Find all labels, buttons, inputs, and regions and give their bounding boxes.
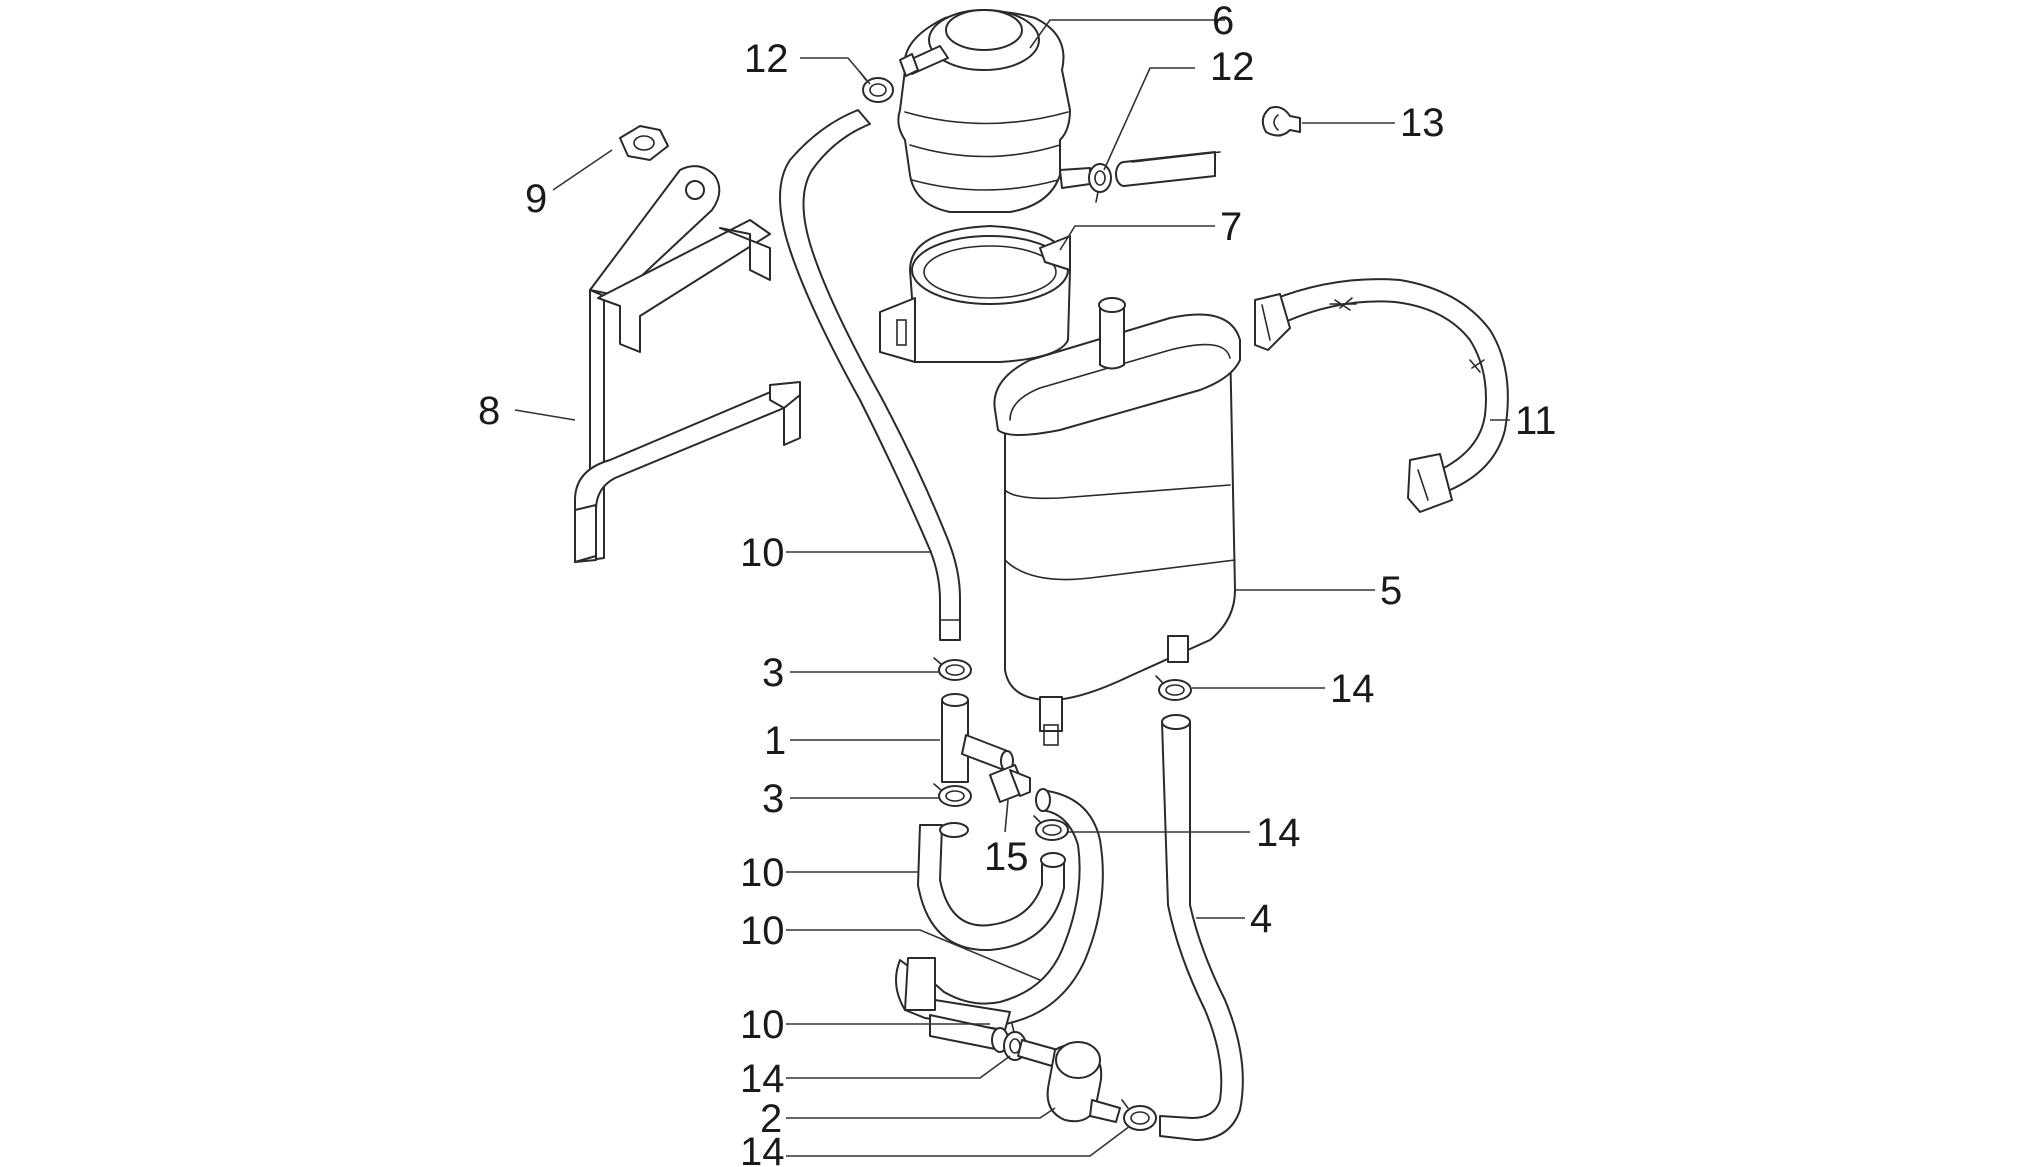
hose-clamp-12-right: [1088, 151, 1221, 203]
hose-clamp-12-upper: [859, 71, 894, 103]
filter-part-2: [1017, 1039, 1121, 1123]
callout-3-upper: 3: [762, 651, 784, 695]
leader-2: [786, 1107, 1056, 1119]
canister-part-5: [993, 297, 1241, 746]
callout-6: 6: [1212, 0, 1234, 43]
hose-part-4: [1159, 714, 1244, 1141]
nut-part-9: [619, 125, 669, 161]
leader-7: [1059, 225, 1215, 251]
callout-labels: 6 12 12 13 9 7 8 11 10 5 3 14 1 3 15 14 …: [478, 0, 1557, 1167]
leader-lines: [514, 19, 1510, 1157]
hose-clamp-14-bottom: [1121, 1099, 1157, 1131]
expansion-tank-part: [897, 9, 1091, 213]
hose-clamp-3-upper: [933, 657, 972, 681]
tank-holder-ring-part: [879, 225, 1071, 363]
callout-14-middle: 14: [1256, 811, 1301, 855]
callout-5: 5: [1380, 569, 1402, 613]
callout-2: 2: [760, 1097, 782, 1141]
leader-12b: [1103, 67, 1195, 171]
leader-10c: [786, 929, 1041, 981]
callout-7: 7: [1220, 205, 1242, 249]
hose-clamp-14-upper-right: [1155, 675, 1192, 701]
callout-12-right: 12: [1210, 45, 1255, 89]
valve-part-15: [989, 764, 1031, 803]
callout-9: 9: [525, 177, 547, 221]
callout-8: 8: [478, 389, 500, 433]
leader-8: [514, 409, 576, 421]
callout-10-connector: 10: [740, 1003, 785, 1047]
callout-14-upper: 14: [1330, 667, 1375, 711]
leader-12a: [800, 57, 871, 85]
t-fitting-part-1: [941, 693, 1014, 783]
callout-10-upper: 10: [740, 531, 785, 575]
callout-15: 15: [984, 835, 1029, 879]
callout-14-bottom: 14: [740, 1130, 785, 1167]
hose-part-10-u: [917, 822, 1066, 952]
leader-9: [552, 149, 613, 191]
hose-clamp-3-lower: [933, 783, 972, 807]
leader-14c: [786, 1055, 1011, 1079]
hose-clamp-14-middle: [1033, 815, 1069, 841]
callout-14-lower: 14: [740, 1057, 785, 1101]
callout-13: 13: [1400, 101, 1445, 145]
bracket-part-8: [574, 165, 801, 563]
strap-part-11: [1254, 278, 1509, 513]
leader-15: [1004, 799, 1009, 833]
callout-4: 4: [1250, 897, 1272, 941]
callout-10-u: 10: [740, 851, 785, 895]
leader-6: [1029, 19, 1225, 49]
hose-part-10-long: [779, 109, 961, 641]
callout-1: 1: [764, 719, 786, 763]
callout-10-return: 10: [740, 909, 785, 953]
callout-3-lower: 3: [762, 777, 784, 821]
clip-part-13: [1261, 106, 1301, 137]
callout-11: 11: [1515, 399, 1557, 443]
callout-12-upper: 12: [744, 37, 789, 81]
leader-14d: [786, 1125, 1131, 1157]
hose-part-10-connector: [895, 957, 1011, 1053]
